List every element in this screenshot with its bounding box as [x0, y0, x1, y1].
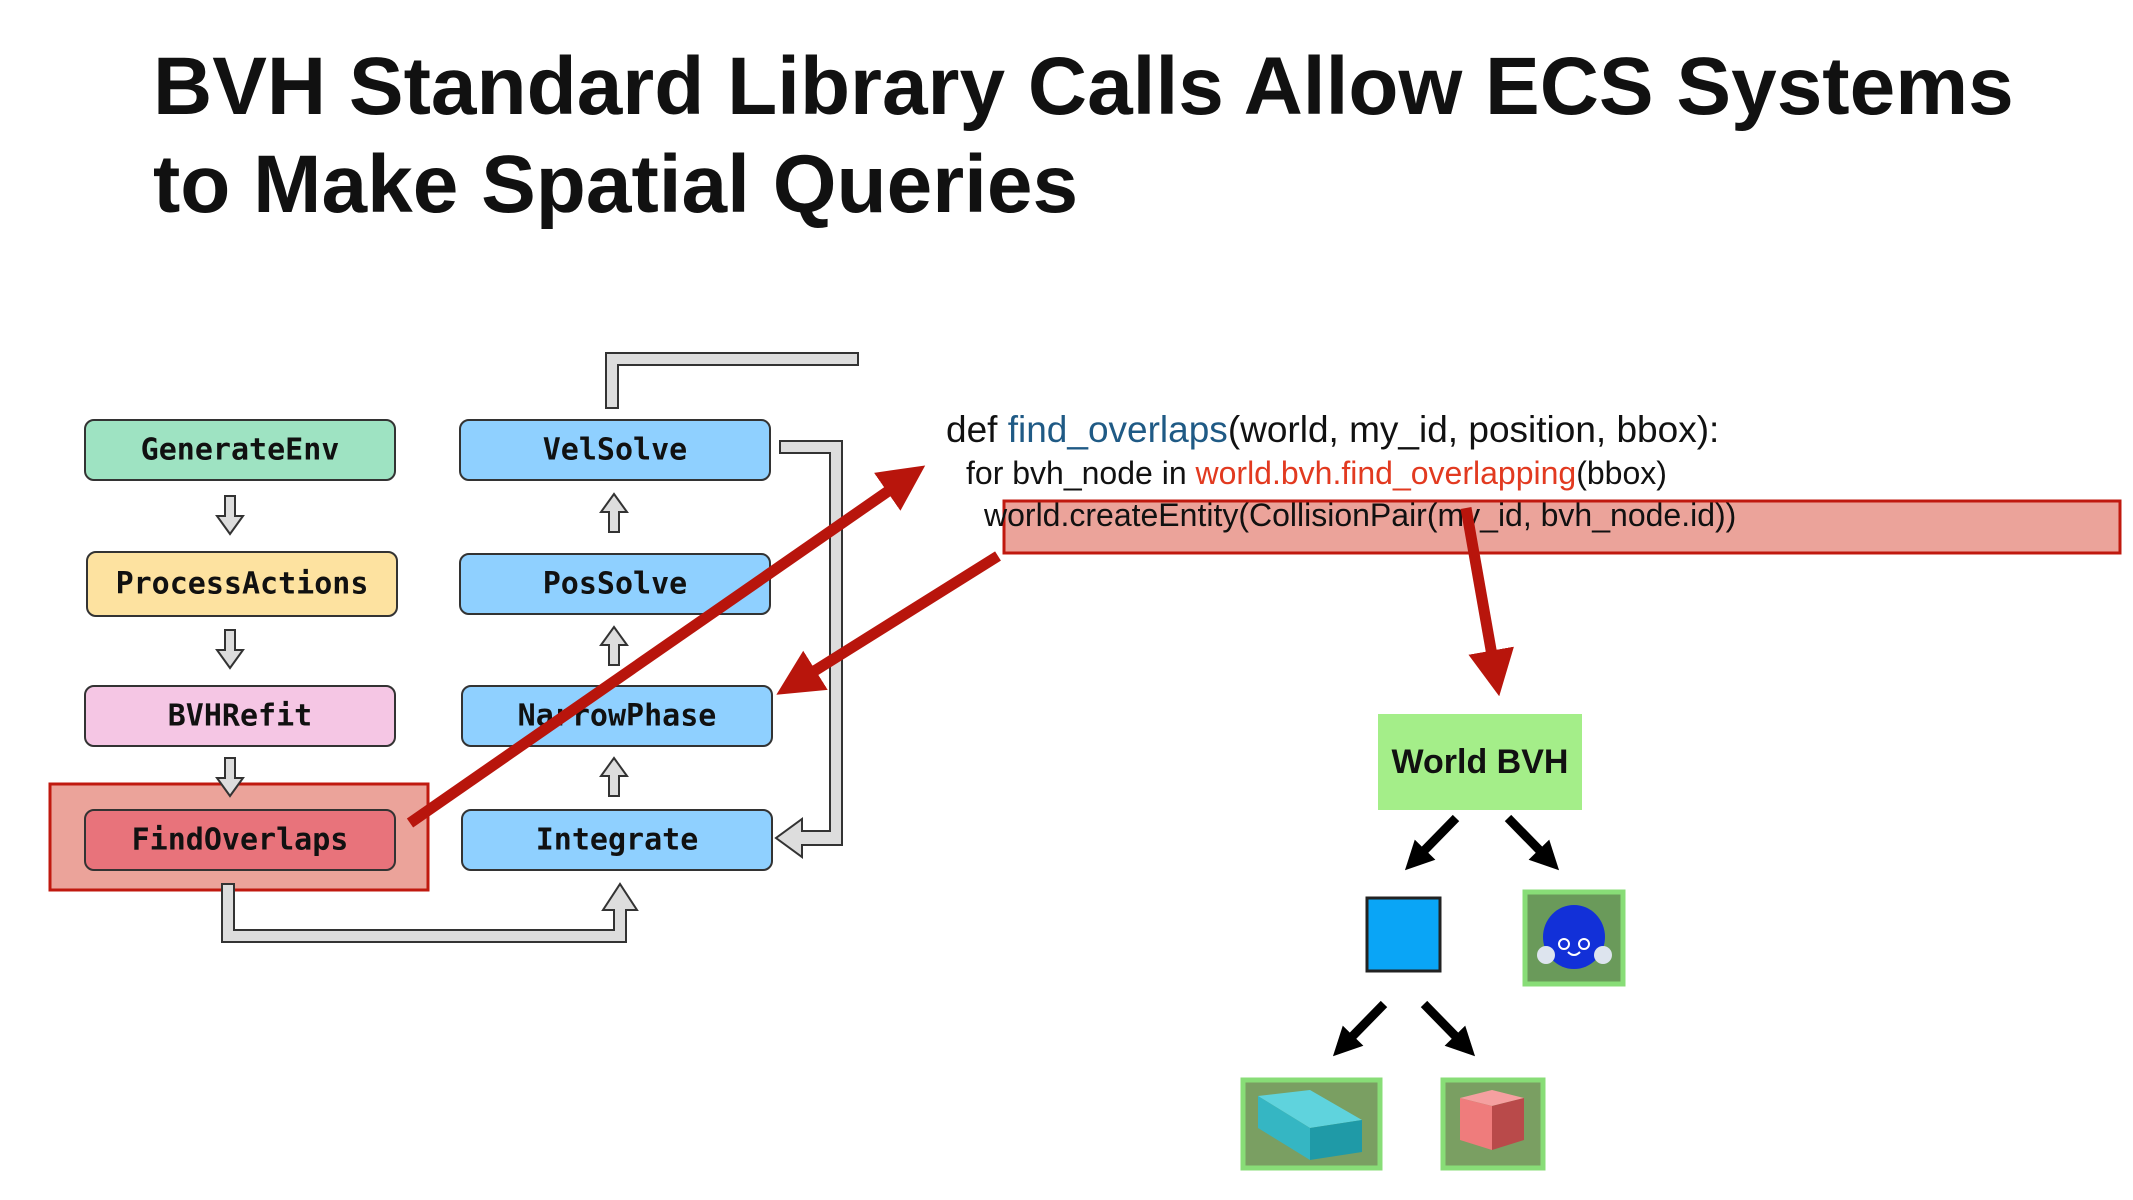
- node-label: ProcessActions: [116, 567, 369, 602]
- node-label: Integrate: [536, 823, 699, 858]
- node-label: PosSolve: [543, 567, 688, 602]
- red-arrow-to-world-bvh: [1460, 507, 1514, 697]
- node-bvhrefit: BVHRefit: [84, 685, 396, 747]
- red-arrow-to-narrowphase: [776, 551, 1001, 695]
- red-arrow-to-code: [406, 465, 926, 828]
- cyan-wall-block-icon: [1240, 1077, 1383, 1171]
- down-arrow-icon: [215, 757, 245, 798]
- code-line-2: for bvh_node in world.bvh.find_overlappi…: [966, 455, 1667, 491]
- tree-arrow: [1504, 814, 1560, 871]
- world-bvh-label: World BVH: [1392, 743, 1569, 781]
- code-line-3: world.createEntity(CollisionPair(my_id, …: [983, 497, 1736, 533]
- code-line-1: def find_overlaps(world, my_id, position…: [946, 409, 1719, 450]
- node-narrowphase: NarrowPhase: [461, 685, 773, 747]
- up-arrow-icon: [599, 492, 629, 533]
- tree-arrow: [1332, 1000, 1388, 1057]
- node-processactions: ProcessActions: [86, 551, 398, 617]
- node-label: BVHRefit: [168, 699, 313, 734]
- flow-connector-loop: [774, 440, 843, 859]
- node-integrate: Integrate: [461, 809, 773, 871]
- blue-square-icon: [1365, 896, 1442, 973]
- bvh-call: world.bvh.find_overlapping: [1195, 455, 1577, 491]
- node-generateenv: GenerateEnv: [84, 419, 396, 481]
- tree-arrow: [1404, 814, 1460, 871]
- node-possolve: PosSolve: [459, 553, 771, 615]
- up-arrow-icon: [599, 756, 629, 797]
- code-highlight: [1002, 499, 2122, 555]
- up-arrow-icon: [599, 625, 629, 666]
- node-velsolve: VelSolve: [459, 419, 771, 481]
- pink-cube-icon: [1440, 1077, 1546, 1171]
- node-label: GenerateEnv: [141, 433, 340, 468]
- flow-connector-top: [605, 352, 859, 409]
- tree-arrow: [1420, 1000, 1476, 1057]
- node-label: FindOverlaps: [132, 823, 349, 858]
- down-arrow-icon: [215, 495, 245, 536]
- down-arrow-icon: [215, 629, 245, 670]
- node-findoverlaps: FindOverlaps: [84, 809, 396, 871]
- blue-agent-robot-icon: [1522, 889, 1626, 987]
- node-label: VelSolve: [543, 433, 688, 468]
- flow-connector-findoverlaps-integrate: [221, 882, 639, 943]
- slide-title: BVH Standard Library Calls Allow ECS Sys…: [153, 41, 2014, 230]
- function-name: find_overlaps: [1008, 409, 1228, 450]
- world-bvh-node: World BVH: [1378, 714, 1582, 810]
